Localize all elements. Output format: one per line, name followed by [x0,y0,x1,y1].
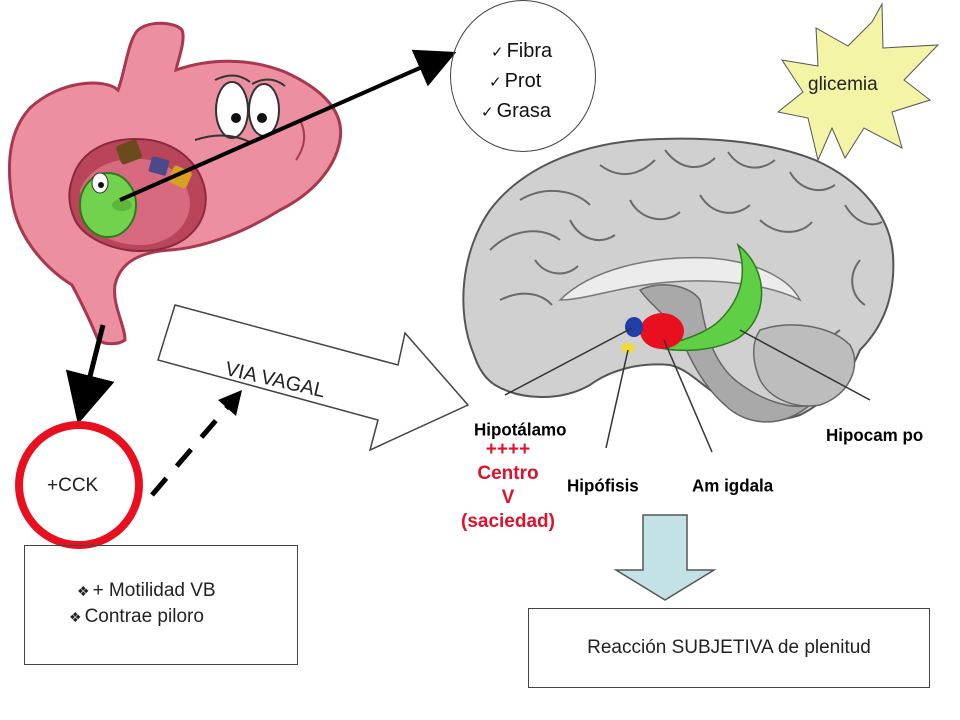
effect-item: + Motilidad VB [77,578,216,604]
satiety-center-label: ++++ Centro V (saciedad) [440,438,576,534]
down-arrow [613,514,717,601]
cck-dashed-arrowhead [218,390,242,416]
vagal-arrow-shape [157,304,470,452]
stomach-to-nutrients-arrow [119,49,457,202]
reaction-label: Reacción SUBJETIVA de plenitud [587,637,871,658]
nutrients-list: Fibra Prot Grasa [481,37,553,127]
cck-dashed-arrow [150,402,232,497]
glicemia-label: glicemia [808,74,878,95]
center-line: V [501,487,515,508]
effects-list: + Motilidad VB Contrae piloro [77,578,216,630]
brain-illustration [462,137,895,453]
center-line: Centro [477,463,539,484]
center-line: (saciedad) [461,511,555,532]
nutrient-item: Grasa [481,97,552,127]
stomach-illustration [7,21,343,346]
glicemia-star [776,2,940,162]
label-hipocampo: Hipocam po [826,425,923,445]
reaction-box: Reacción SUBJETIVA de plenitud [528,608,930,688]
label-amigdala: Am igdala [692,475,774,495]
center-line: ++++ [485,439,531,460]
nutrients-circle: Fibra Prot Grasa [450,0,596,152]
cck-label: +CCK [47,475,99,496]
effect-item: Contrae piloro [69,604,216,630]
label-hipofisis: Hipófisis [567,475,639,495]
nutrient-item: Prot [481,67,552,97]
stomach-to-cck-arrow [65,324,115,425]
effects-box: + Motilidad VB Contrae piloro [24,545,298,665]
label-hipotalamo: Hipotálamo [474,419,567,439]
nutrient-item: Fibra [481,37,553,67]
